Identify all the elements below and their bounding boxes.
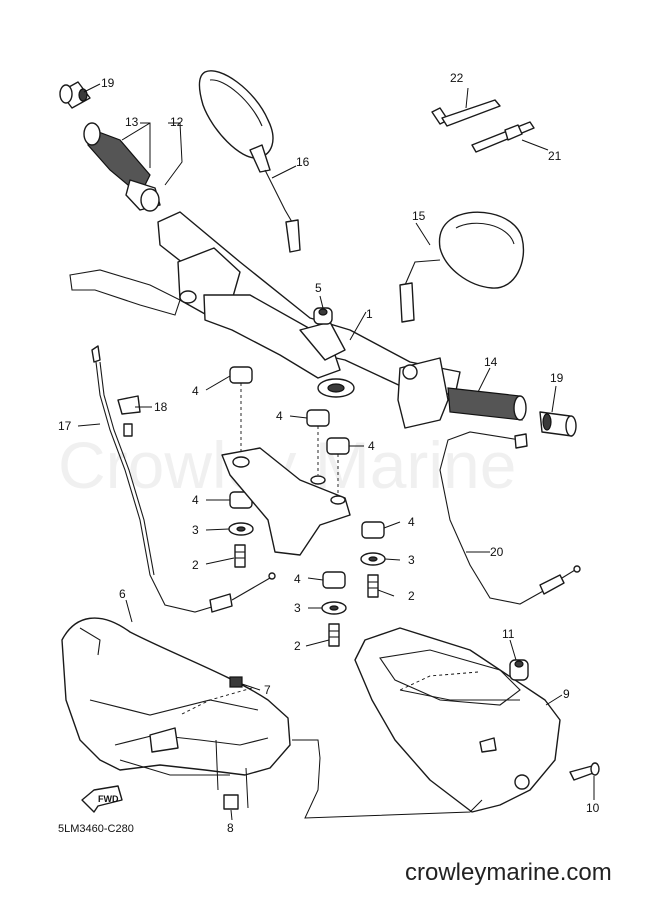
drawing-code: 5LM3460-C280 [58,823,134,835]
handlebar-cover-front [61,617,291,776]
callout-4a: 4 [192,384,199,398]
callout-12: 12 [170,115,184,129]
mirror-left [198,70,301,253]
grip-right [397,357,527,429]
callout-3b: 3 [408,553,415,567]
callout-6: 6 [119,587,126,601]
callout-3c: 3 [294,601,301,615]
cable-bands [431,99,535,153]
callout-19b: 19 [550,371,564,385]
grommet-5 [313,307,333,325]
grip-left [83,122,161,212]
mount-stack-center [306,409,350,495]
callout-22: 22 [450,71,464,85]
callout-3a: 3 [192,523,199,537]
grip-end-left [59,81,91,109]
screw-10 [569,762,600,781]
callout-4b: 4 [276,409,283,423]
cable-right [439,431,581,605]
callout-21: 21 [548,149,562,163]
callout-4c: 4 [368,439,375,453]
callout-20: 20 [490,545,504,559]
nut-8 [223,794,239,810]
callout-2a: 2 [192,558,199,572]
fwd-arrow: FWD [81,785,123,813]
grommet-11 [509,659,529,681]
callout-9: 9 [563,687,570,701]
callout-11: 11 [502,627,515,641]
mount-stack-right [321,521,386,647]
callout-13: 13 [125,115,139,129]
callout-17: 17 [58,419,72,433]
callout-4d: 4 [192,493,199,507]
fwd-label: FWD [98,794,119,804]
mirror-right [399,211,525,323]
callout-1: 1 [366,307,373,321]
leader-lines [77,83,595,821]
callout-7: 7 [264,683,271,697]
handlebar-cover-rear [354,627,561,813]
handlebar-holder [221,447,351,556]
callout-2c: 2 [294,639,301,653]
nut-7 [229,676,243,688]
callout-2b: 2 [408,589,415,603]
callout-4e: 4 [408,515,415,529]
callout-5: 5 [315,281,322,295]
handlebar [69,211,461,398]
callout-19a: 19 [101,76,115,90]
bracket-18 [117,395,141,437]
callout-15: 15 [412,209,426,223]
callout-8: 8 [227,821,234,835]
website-link[interactable]: crowleymarine.com [405,859,612,886]
callout-16: 16 [296,155,310,169]
callout-10: 10 [586,801,600,815]
cable-left [91,345,276,613]
callout-18: 18 [154,400,168,414]
callout-14: 14 [484,355,498,369]
grip-end-right [539,411,577,437]
callout-4f: 4 [294,572,301,586]
